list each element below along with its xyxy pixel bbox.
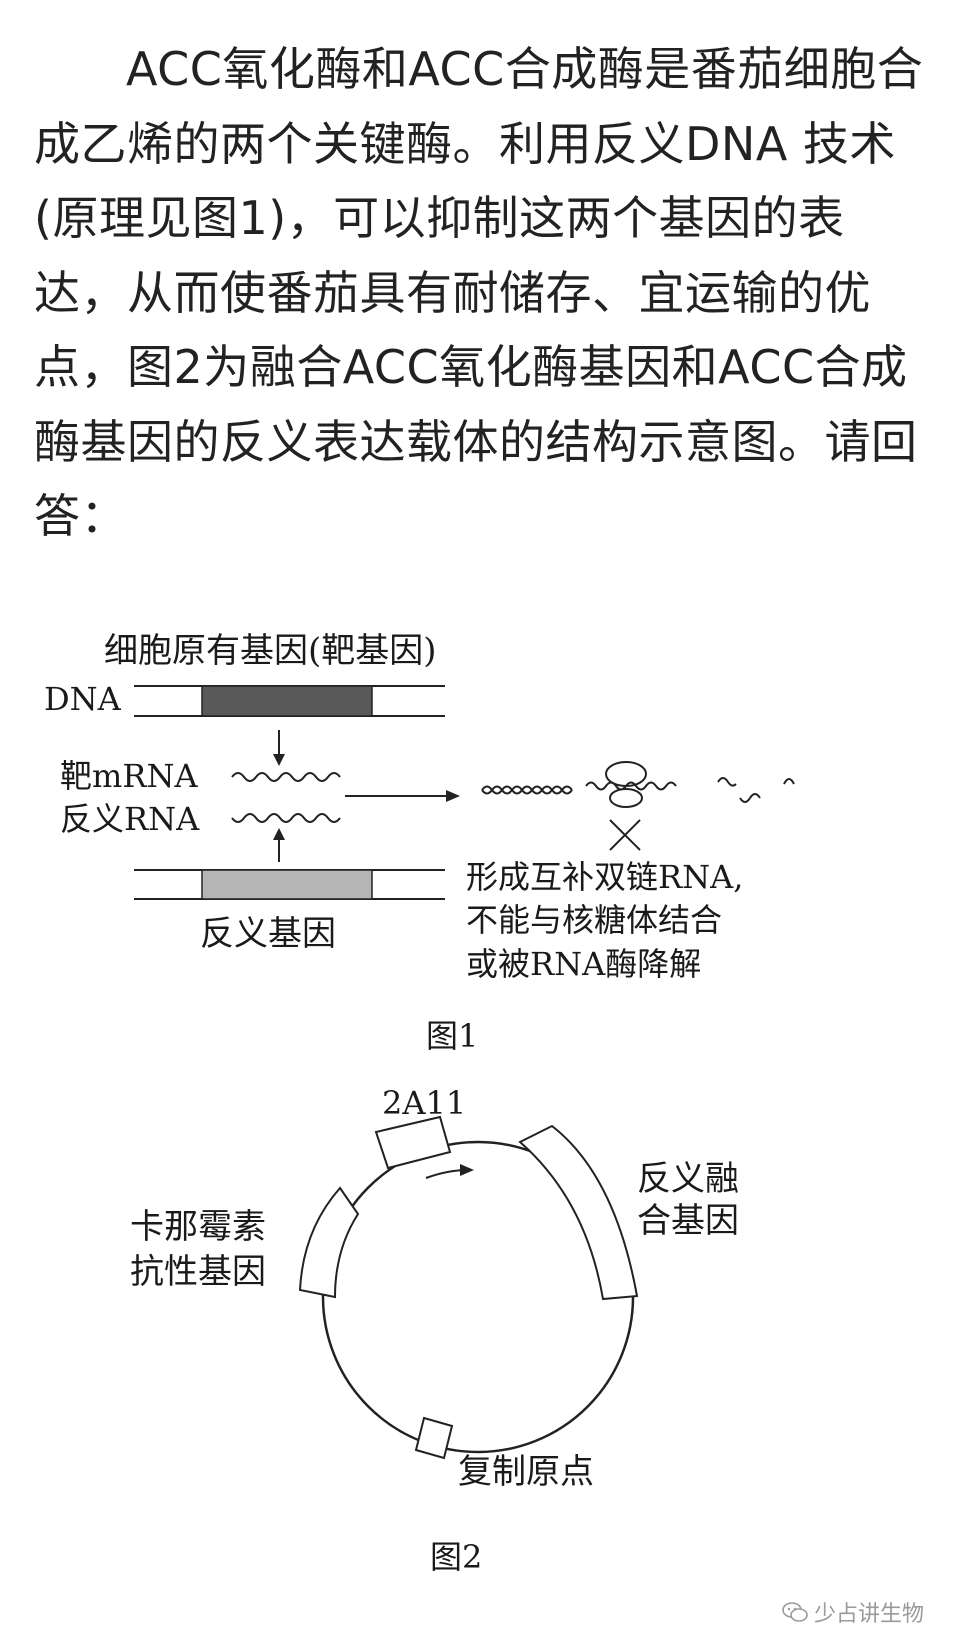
fusion-gene-block bbox=[518, 1124, 639, 1301]
arrow-head-up bbox=[273, 828, 285, 840]
antisense-rna-label: 反义RNA bbox=[60, 800, 200, 838]
question-paragraph: ACC氧化酶和ACC合成酶是番茄细胞合成乙烯的两个关键酶。利用反义DNA 技术(… bbox=[34, 42, 924, 543]
target-gene-segment bbox=[201, 685, 373, 717]
dsrna-strand-a bbox=[481, 785, 573, 795]
figure-1-caption: 图1 bbox=[426, 1017, 478, 1055]
watermark-text: 少占讲生物 bbox=[813, 1602, 924, 1627]
dna-label: DNA bbox=[44, 680, 122, 718]
arrow-head-right bbox=[446, 790, 460, 802]
target-mrna-wave bbox=[231, 772, 341, 782]
figure-2: 2A11 反义融 合基因 卡那霉素 抗性基因 复制原点 图2 bbox=[130, 1084, 739, 1576]
watermark: 少占讲生物 bbox=[782, 1596, 924, 1628]
kanamycin-label-1: 卡那霉素 bbox=[130, 1207, 266, 1247]
rna-fragment-1 bbox=[717, 777, 737, 787]
kanamycin-gene-block bbox=[298, 1186, 360, 1299]
fusion-gene-label-2: 合基因 bbox=[637, 1201, 739, 1241]
wechat-icon bbox=[782, 1602, 808, 1622]
figure-1: 细胞原有基因(靶基因) DNA 靶mRNA 反义RNA 反义基因 bbox=[44, 631, 795, 1055]
antisense-rna-wave bbox=[231, 813, 341, 823]
rna-fragment-3 bbox=[783, 778, 795, 785]
promoter-block bbox=[374, 1115, 452, 1170]
transcription-direction-arrow-icon bbox=[460, 1164, 474, 1176]
origin-block bbox=[414, 1416, 454, 1460]
result-text-line-3: 或被RNA酶降解 bbox=[466, 945, 701, 983]
rna-fragment-2 bbox=[739, 793, 761, 803]
dsrna-strand-b bbox=[481, 785, 573, 795]
figure-2-caption: 图2 bbox=[430, 1538, 482, 1576]
promoter-label: 2A11 bbox=[382, 1084, 466, 1122]
block-cross-b bbox=[609, 819, 641, 851]
result-text-line-1: 形成互补双链RNA, bbox=[466, 858, 743, 896]
antisense-gene-label: 反义基因 bbox=[200, 914, 336, 954]
origin-label: 复制原点 bbox=[458, 1452, 594, 1492]
ribosome-small-subunit bbox=[609, 788, 643, 808]
target-mrna-label: 靶mRNA bbox=[60, 757, 198, 795]
arrow-head-down bbox=[273, 754, 285, 766]
fusion-gene-label-1: 反义融 bbox=[637, 1159, 739, 1199]
antisense-gene-segment bbox=[201, 869, 373, 900]
mrna-on-ribosome bbox=[585, 781, 677, 791]
kanamycin-label-2: 抗性基因 bbox=[130, 1252, 266, 1292]
target-gene-label: 细胞原有基因(靶基因) bbox=[104, 631, 437, 671]
result-text-line-2: 不能与核糖体结合 bbox=[466, 901, 722, 939]
